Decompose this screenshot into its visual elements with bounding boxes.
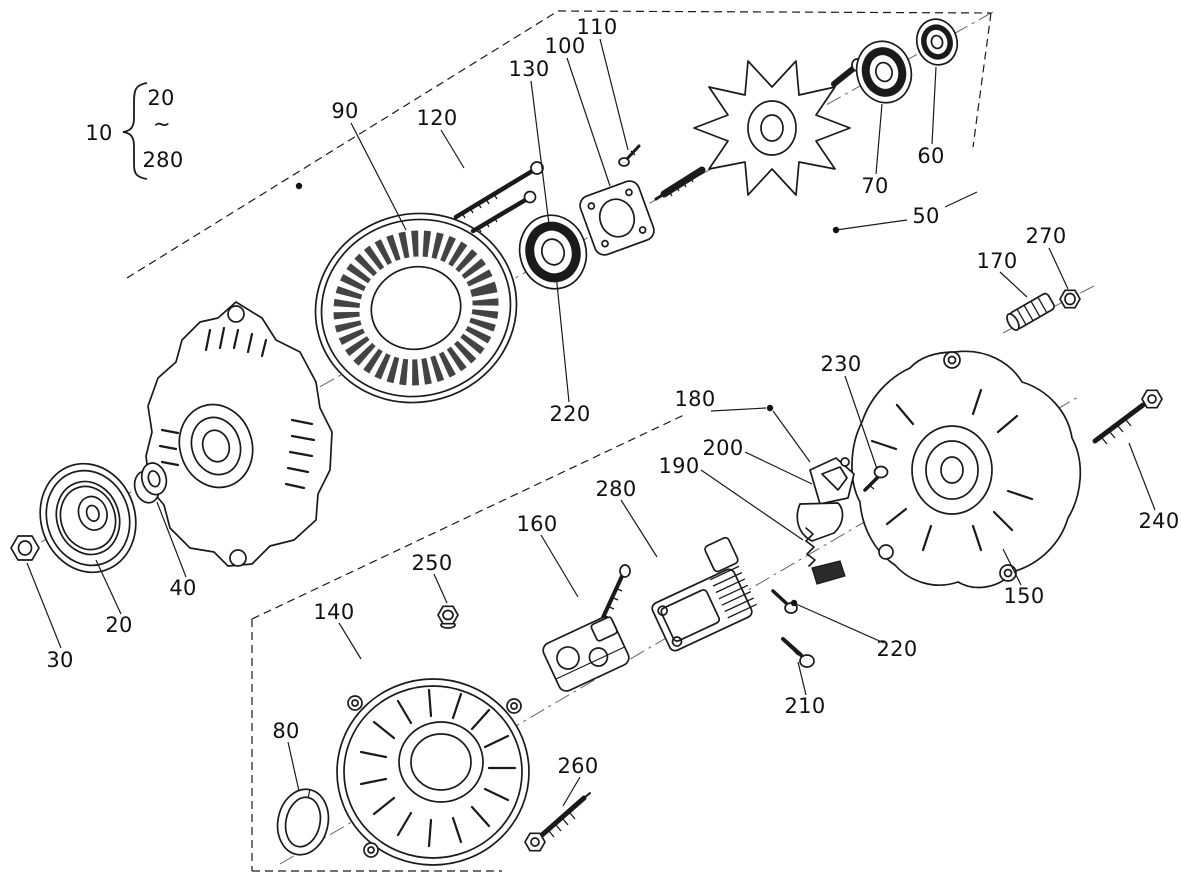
part-label-60: 60 [917,144,945,168]
part-label-280: 280 [595,477,637,501]
part-label-220: 220 [876,637,918,661]
part-label-210: 210 [784,694,826,718]
part-label-120: 120 [416,106,458,130]
part-label-200: 200 [702,436,744,460]
part-bolt-240 [1092,389,1163,445]
part-label-150: 150 [1003,584,1045,608]
part-gasket-80 [276,788,330,856]
part-rear-cover-140 [336,678,530,866]
part-label-30: 30 [46,648,74,672]
part-label-70: 70 [861,174,889,198]
part-bearing-front [518,214,588,290]
part-label-50: 50 [912,204,940,228]
part-regulator-280 [651,536,758,652]
part-label-190: 190 [658,454,700,478]
part-label-130: 130 [508,57,550,81]
leader-lines [26,38,1156,807]
part-bearing-70 [855,40,913,104]
part-pulley [39,462,137,574]
part-label-230: 230 [820,352,862,376]
part-ring-60 [915,18,959,66]
part-label-20: 20 [105,613,133,637]
part-label-140: 140 [313,600,355,624]
part-through-bolts-120 [453,161,544,234]
assembly-label-id: 10 [85,121,113,145]
part-label-240: 240 [1138,509,1180,533]
part-screw-210 [781,637,815,668]
part-label-40: 40 [169,576,197,600]
part-label-220: 220 [549,402,591,426]
part-label-100: 100 [544,34,586,58]
part-spacer-40 [133,462,168,504]
part-label-250: 250 [411,551,453,575]
part-front-housing [145,301,333,567]
part-label-110: 110 [576,15,618,39]
assembly-brace [122,82,148,180]
part-rear-housing-150 [851,350,1082,589]
group-boundary-dashed [126,10,992,872]
part-nut-270 [1059,289,1081,309]
part-nut-250 [437,605,459,629]
part-label-160: 160 [516,512,558,536]
part-rotor [654,58,863,201]
part-label-260: 260 [557,754,599,778]
part-spring-190 [805,527,816,567]
assembly-range-separator: ~ [153,112,171,136]
part-bolt-260 [524,792,591,852]
part-nut-30 [10,535,40,561]
part-label-270: 270 [1025,224,1067,248]
part-label-170: 170 [976,249,1018,273]
part-label-90: 90 [331,99,359,123]
part-carbon-brush [811,560,846,585]
part-sleeve-170 [1006,292,1055,331]
assembly-range-end: 280 [142,148,184,172]
part-brush-assembly-180 [796,457,855,585]
assembly-range-start: 20 [147,86,175,110]
part-retainer-plate-100 [579,180,655,256]
part-label-180: 180 [674,387,716,411]
part-screw-110 [618,144,641,167]
part-label-80: 80 [272,719,300,743]
part-screw-230 [863,465,889,492]
part-brush-holder-160 [542,564,631,692]
part-stator [314,212,518,404]
